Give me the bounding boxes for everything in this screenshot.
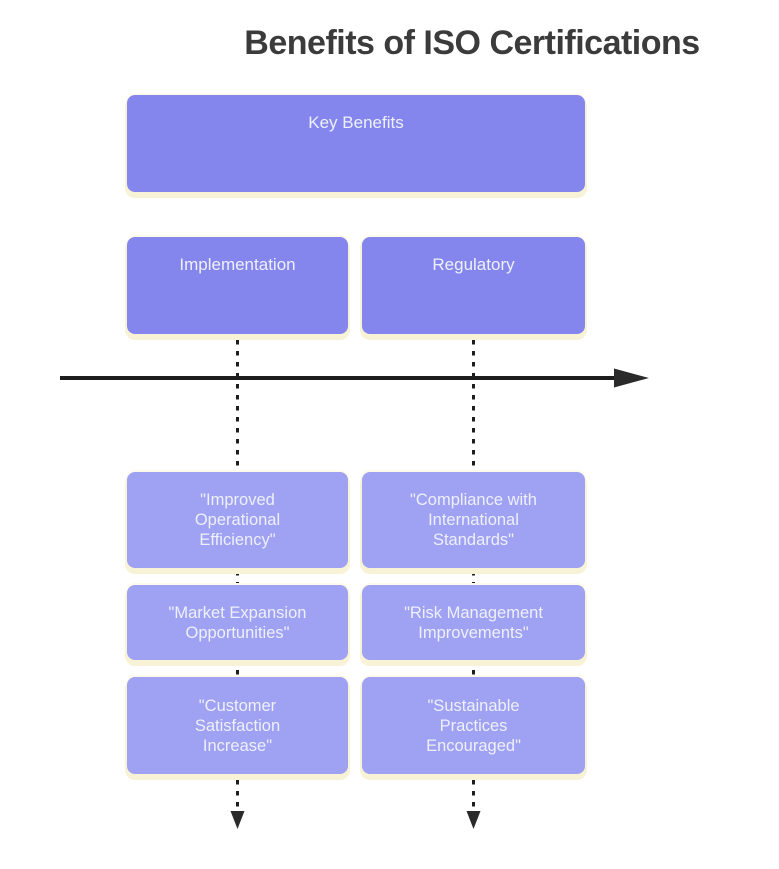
event-box-risk-management-improvements: "Risk Management Improvements"	[362, 585, 585, 660]
event-box-market-expansion-opportunities: "Market Expansion Opportunities"	[127, 585, 348, 660]
timeline-axis-arrow-icon	[60, 368, 649, 388]
section-implementation-label: Implementation	[179, 255, 296, 274]
section-implementation: Implementation	[127, 237, 348, 334]
event-box-customer-satisfaction-increase: "Customer Satisfaction Increase"	[127, 677, 348, 774]
event-label: "Market Expansion Opportunities"	[168, 603, 307, 642]
event-box-sustainable-practices-encouraged: "Sustainable Practices Encouraged"	[362, 677, 585, 774]
event-box-compliance-international-standards: "Compliance with International Standards…	[362, 472, 585, 568]
diagram-title: Benefits of ISO Certifications	[244, 24, 700, 62]
event-box-improved-operational-efficiency: "Improved Operational Efficiency"	[127, 472, 348, 568]
event-label: "Risk Management Improvements"	[404, 603, 543, 642]
event-label: "Compliance with International Standards…	[410, 491, 537, 549]
event-label: "Sustainable Practices Encouraged"	[426, 696, 521, 755]
event-label: "Improved Operational Efficiency"	[194, 491, 281, 549]
section-regulatory-label: Regulatory	[432, 255, 515, 274]
section-regulatory: Regulatory	[362, 237, 585, 334]
key-benefits-box: Key Benefits	[127, 95, 585, 192]
event-label: "Customer Satisfaction Increase"	[194, 696, 281, 755]
key-benefits-label: Key Benefits	[308, 113, 404, 132]
